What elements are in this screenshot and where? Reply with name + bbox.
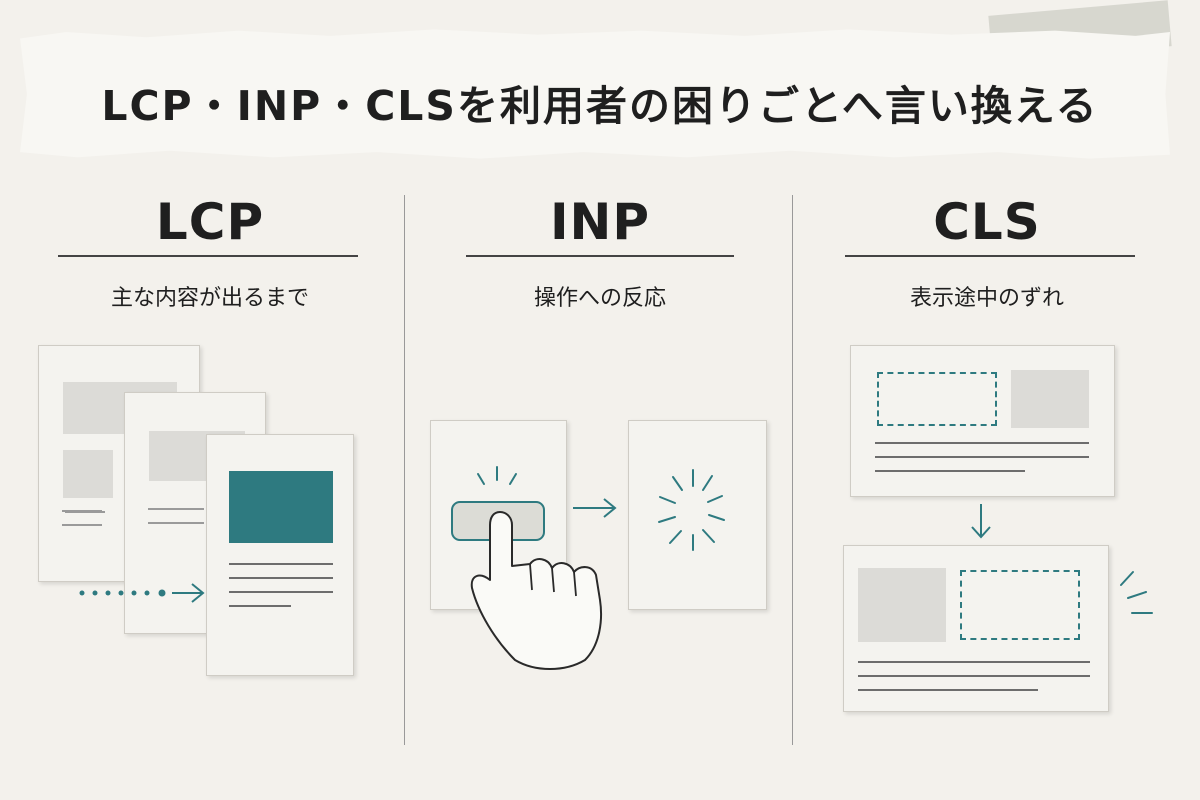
shift-marks-icon [1120, 571, 1153, 614]
text-line [148, 522, 204, 524]
cls-description: 表示途中のずれ [909, 286, 1064, 311]
tap-burst-icon [477, 466, 517, 485]
text-line [858, 689, 1038, 691]
lcp-title: LCP [155, 193, 265, 251]
placeholder-box [877, 372, 997, 426]
main-content-block [229, 471, 333, 543]
text-line [65, 511, 105, 513]
title-banner [20, 29, 1170, 159]
text-line [858, 661, 1090, 663]
page-sheet-3 [206, 434, 354, 676]
text-line [229, 605, 291, 607]
inp-description: 操作への反応 [533, 286, 666, 311]
placeholder-box [960, 570, 1080, 640]
layout-before [850, 345, 1115, 497]
placeholder-block [63, 450, 113, 498]
lcp-description: 主な内容が出るまで [110, 286, 309, 311]
after-card [628, 420, 767, 610]
text-line [229, 563, 333, 565]
text-line [62, 510, 102, 512]
column-divider [792, 195, 793, 745]
layout-after [843, 545, 1109, 712]
inp-title: INP [549, 193, 651, 251]
cls-title: CLS [933, 193, 1041, 251]
text-line [148, 508, 204, 510]
text-line [858, 675, 1090, 677]
image-block [1011, 370, 1089, 428]
arrow-right-icon [573, 498, 617, 518]
lcp-rule [58, 255, 358, 257]
hand-pointer-icon [470, 511, 603, 670]
text-line [875, 470, 1025, 472]
page-title: LCP・INP・CLSを利用者の困りごとへ言い換える [101, 82, 1099, 130]
image-block [858, 568, 946, 642]
inp-rule [466, 255, 734, 257]
loading-spinner-icon [658, 469, 725, 551]
arrow-down-icon [971, 504, 991, 539]
text-line [229, 591, 333, 593]
text-line [875, 442, 1089, 444]
cls-rule [845, 255, 1135, 257]
text-line [62, 524, 102, 526]
column-divider [404, 195, 405, 745]
text-line [875, 456, 1089, 458]
text-line [229, 577, 333, 579]
